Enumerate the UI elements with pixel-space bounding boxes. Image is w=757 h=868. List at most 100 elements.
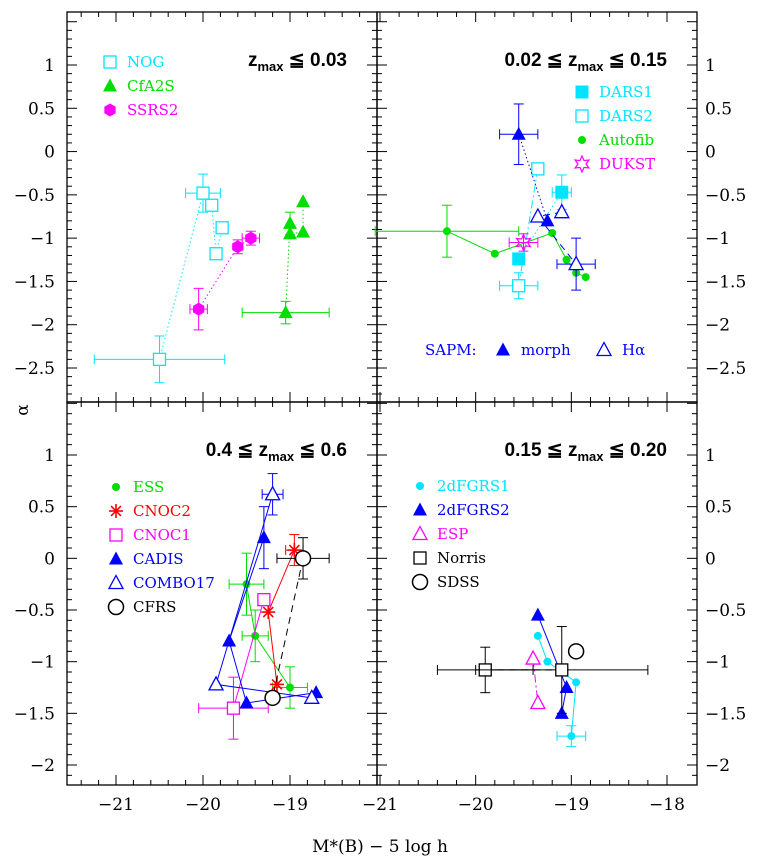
legend-marker-ess — [112, 483, 120, 491]
series-line-cadis — [228, 537, 317, 704]
y-tick-label: 0.5 — [28, 498, 55, 518]
y-tick-label: −2 — [705, 316, 730, 336]
data-point-cnoc2-stroke — [288, 544, 300, 556]
legend-marker-ssrs2 — [104, 103, 116, 117]
data-point-2dfgrs1 — [567, 732, 576, 741]
data-point-dars2 — [531, 162, 545, 176]
panel-title-sub: max — [578, 59, 605, 74]
data-point-cnoc1 — [257, 593, 271, 607]
y-tick-label: 0.5 — [705, 498, 732, 518]
data-point-2dfgrs2 — [559, 680, 574, 693]
data-point-combo17 — [264, 485, 281, 501]
legend-label-dars2: DARS2 — [599, 107, 653, 125]
data-point-2dfgrs1 — [533, 631, 542, 640]
data-point-cfrs — [264, 689, 281, 707]
data-point-autofib — [562, 255, 571, 264]
axes-layer: 1 0.5 0 −0.5 −1 −1.5 −2 −2.5 1 0.5 0 −0.5 −1 −1.5 −2 −2… — [14, 11, 746, 815]
data-point-cnoc1 — [226, 701, 241, 715]
panel-title: zmax ≦ 0.03 — [248, 50, 347, 74]
panel-title-prefix: 0.15 ≦ z — [505, 440, 578, 461]
y-tick-label: −0.5 — [14, 186, 55, 206]
legend-label-dars1: DARS1 — [599, 83, 653, 101]
x-tick-label: −19 — [272, 795, 308, 815]
panel-title-suffix: ≦ 0.03 — [284, 50, 347, 71]
y-tick-label: −1 — [705, 229, 730, 249]
data-point-combo17 — [303, 688, 320, 704]
y-axis-label: α — [13, 404, 33, 416]
y-tick-label: −0.5 — [14, 601, 55, 621]
y-tick-label: 1 — [705, 56, 716, 76]
y-tick-label: −2 — [705, 756, 730, 776]
legend-label-cadis: CADIS — [133, 550, 184, 568]
y-tick-label: 0 — [44, 143, 55, 163]
data-point-nog — [152, 352, 167, 366]
data-point-autofib — [581, 273, 590, 282]
legend-marker-sapm-halpha — [595, 341, 613, 357]
data-point-cfa2s — [296, 224, 311, 238]
legend-label-sapm-halpha: Hα — [622, 341, 645, 359]
data-point-dars1 — [512, 252, 526, 266]
data-point-cfa2s — [283, 215, 297, 229]
data-point-sapm-h- — [529, 207, 546, 223]
data-point-2dfgrs1 — [543, 657, 552, 666]
panel-title-sub: max — [258, 59, 285, 74]
legend-marker-sdss — [411, 573, 429, 591]
legend-marker-dukst — [573, 154, 591, 174]
legend-marker-sapm-morph — [496, 342, 510, 356]
data-point-2dfgrs2 — [530, 607, 545, 621]
legend-marker-cadis — [109, 551, 123, 565]
x-tick-label: −20 — [458, 795, 494, 815]
legend-marker-autofib — [578, 136, 586, 144]
series-line-cfa2s — [285, 201, 304, 313]
y-tick-label: −1.5 — [14, 704, 55, 724]
y-tick-label: 1 — [44, 56, 55, 76]
data-point-sapm-morph — [540, 213, 555, 227]
data-point-ess — [251, 631, 260, 640]
y-tick-label: −0.5 — [705, 601, 746, 621]
y-tick-label: −2.5 — [14, 359, 55, 379]
data-point-cfrs — [294, 550, 312, 567]
x-tick-label: −21 — [362, 795, 398, 815]
legend-label-cfa2s: CfA2S — [127, 77, 175, 95]
y-tick-label: 0 — [705, 549, 716, 569]
series-line-cnoc1 — [232, 599, 265, 709]
x-tick-label: −20 — [185, 795, 221, 815]
series-line-nog — [159, 191, 223, 360]
legend-label-cfrs: CFRS — [133, 598, 176, 616]
y-tick-label: −2 — [30, 316, 55, 336]
legend-marker-cnoc2-stroke — [110, 505, 122, 517]
data-point-dars2 — [512, 279, 526, 293]
data-point-ssrs2 — [245, 231, 257, 245]
y-tick-label: −1 — [705, 653, 730, 673]
data-layer — [93, 55, 649, 747]
x-tick-label: −18 — [649, 795, 685, 815]
legend-marker-cfa2s — [103, 78, 117, 92]
legend-label-autofib: Autofib — [598, 131, 654, 149]
legend-label-ssrs2: SSRS2 — [127, 101, 178, 119]
legend-marker-2dfgrs2 — [413, 502, 427, 516]
legend-label-norris: Norris — [437, 549, 486, 567]
y-tick-label: −1.5 — [14, 272, 55, 292]
x-tick-label: −19 — [553, 795, 589, 815]
series-line-esp — [532, 658, 539, 704]
legend-marker-norris — [413, 551, 427, 565]
y-tick-label: −1 — [30, 229, 55, 249]
data-point-cfa2s — [296, 194, 311, 208]
legend-label-esp: ESP — [437, 525, 468, 543]
panel-title-prefix: z — [248, 50, 258, 71]
data-point-dars1 — [555, 185, 569, 199]
x-axis-label: M*(B) − 5 log h — [312, 837, 448, 857]
data-point-sdss — [567, 643, 585, 660]
panel-title-prefix: 0.4 ≦ z — [206, 440, 268, 461]
legend-marker-nog — [103, 55, 117, 69]
panel-title-suffix: ≦ 0.15 — [604, 50, 668, 71]
y-tick-label: 0.5 — [705, 99, 732, 119]
data-point-autofib — [490, 249, 499, 258]
panel-title: 0.15 ≦ zmax ≦ 0.20 — [505, 440, 667, 464]
data-point-cfa2s — [278, 305, 293, 319]
legend-marker-cfrs — [107, 598, 125, 616]
y-tick-label: 0.5 — [28, 99, 55, 119]
y-tick-label: 0 — [705, 143, 716, 163]
panel-title-sub: max — [578, 449, 605, 464]
